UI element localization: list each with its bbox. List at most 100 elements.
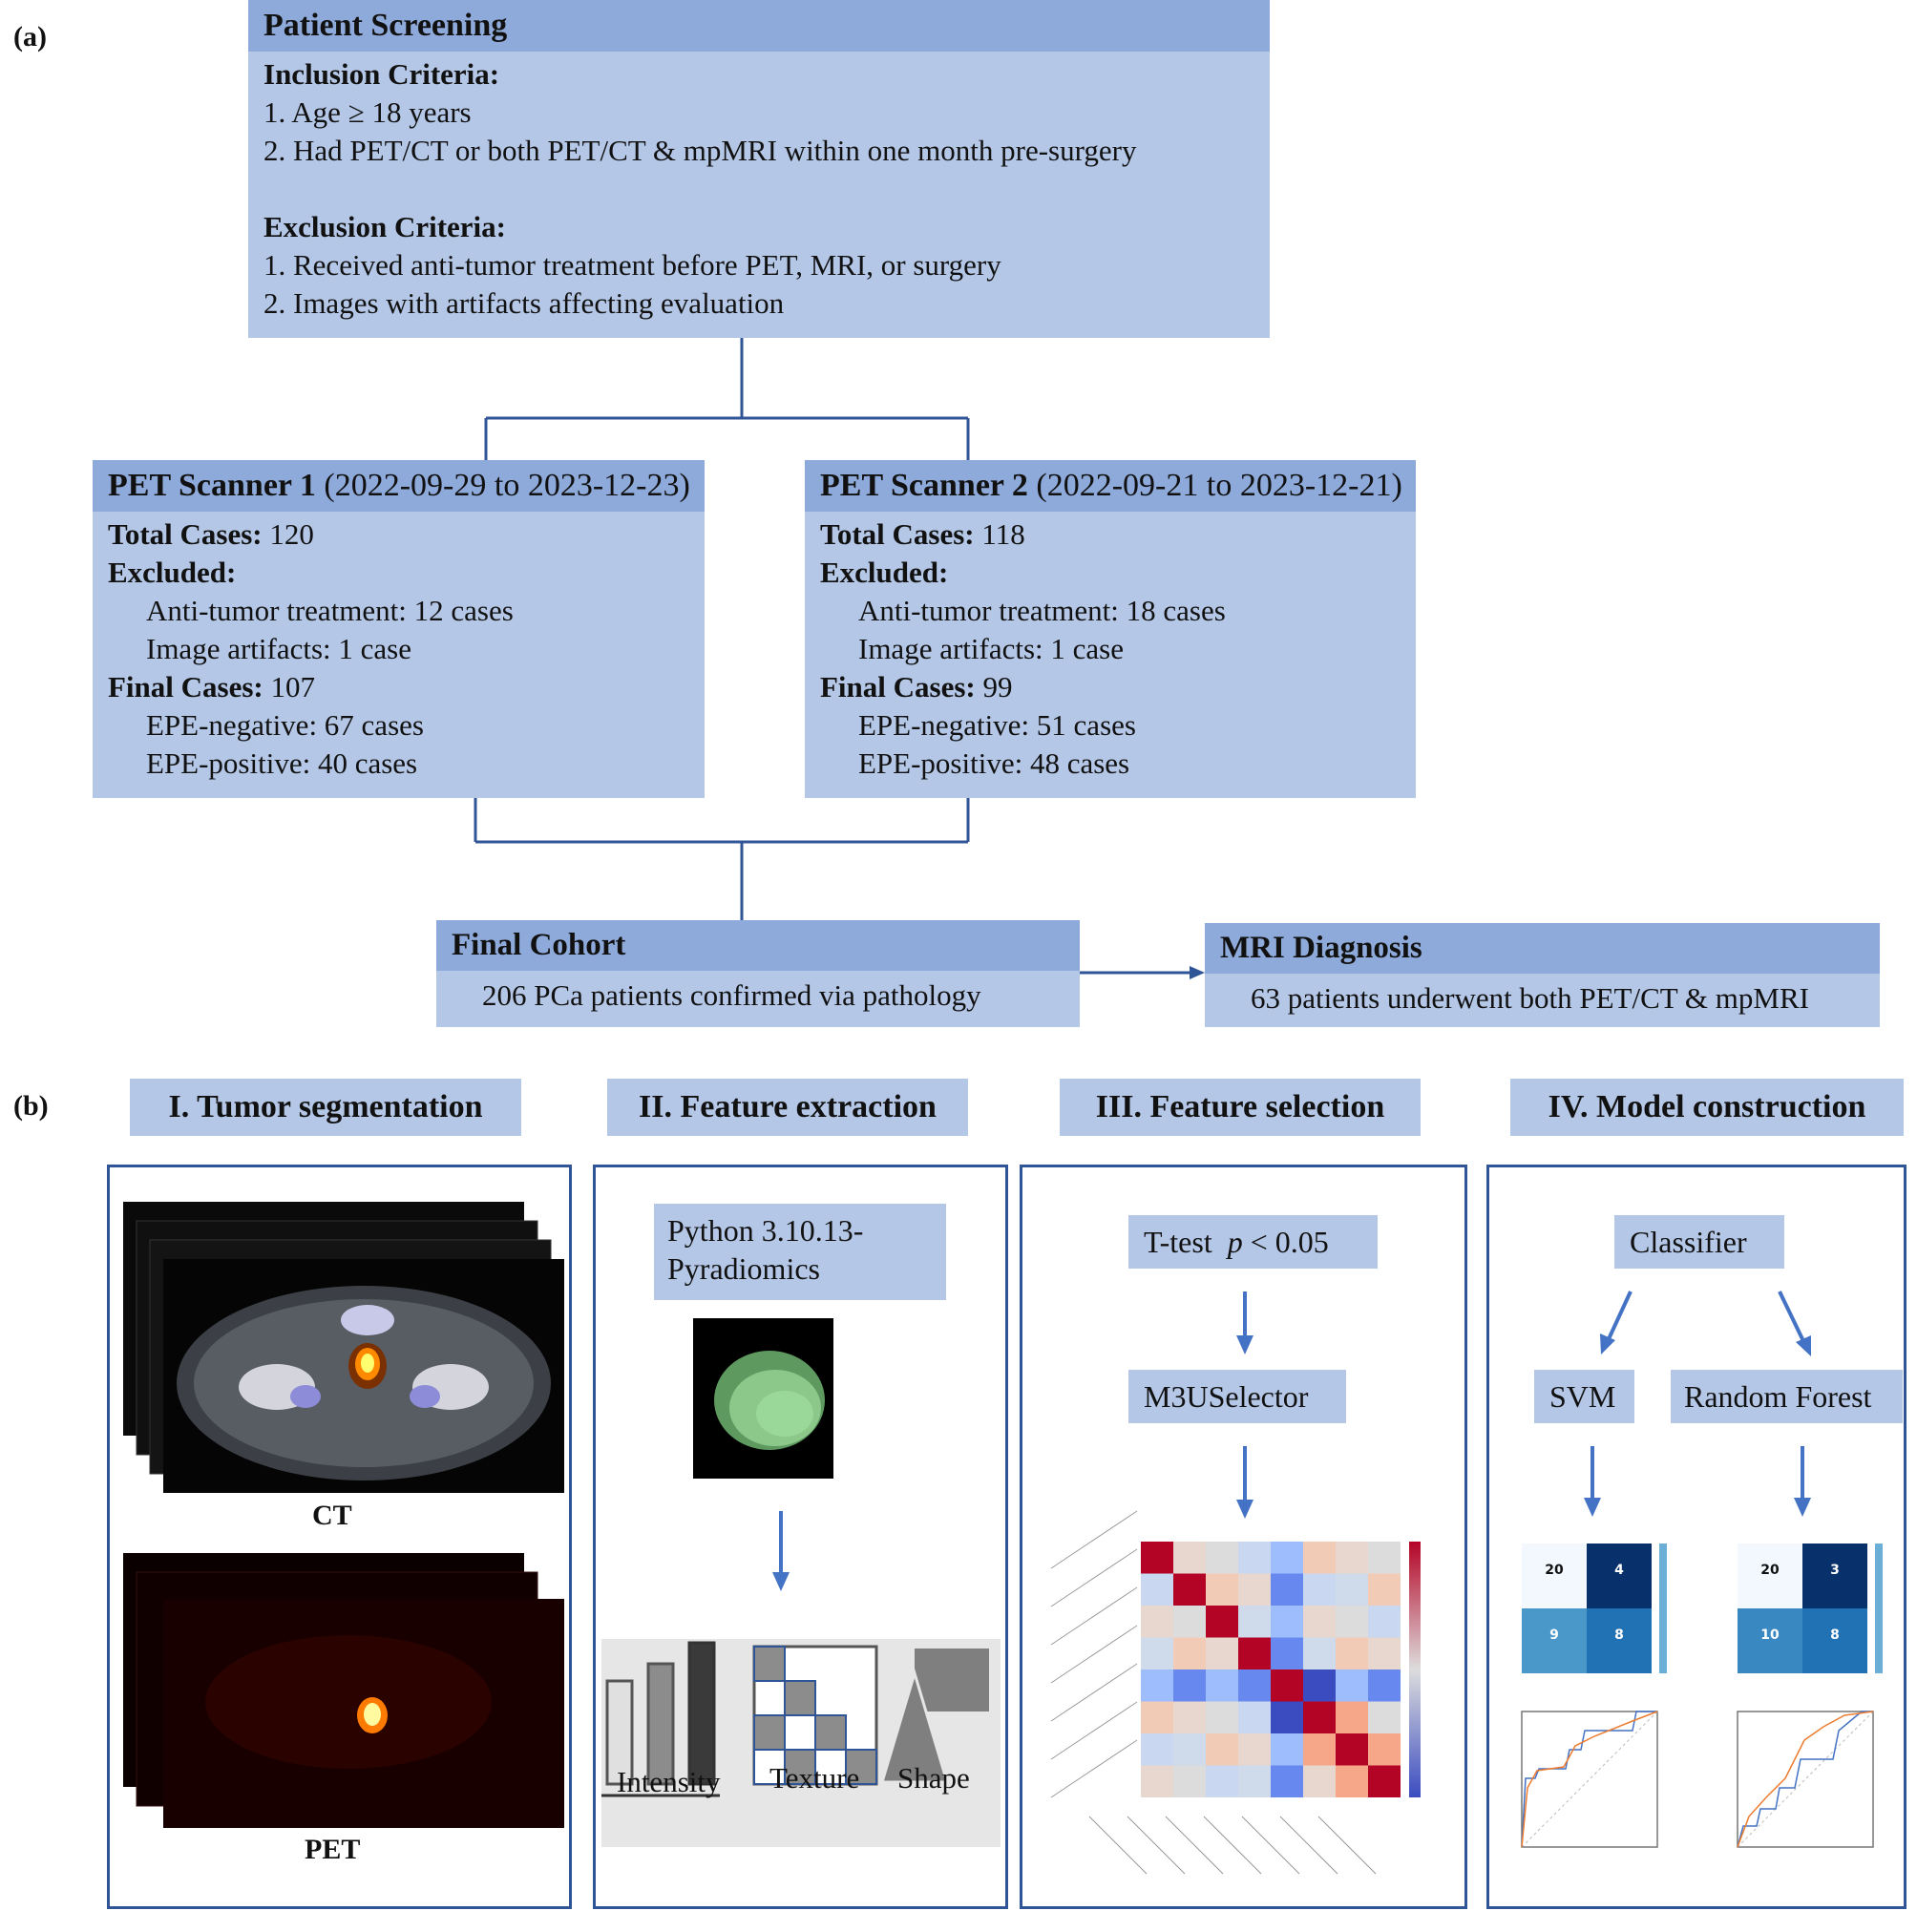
svm-confusion-matrix (1522, 1544, 1667, 1673)
epe-positive: EPE-positive: 40 cases (146, 746, 418, 780)
heatmap-cell (1271, 1670, 1303, 1702)
ct-pet-images (123, 1202, 564, 1828)
heatmap-cell (1303, 1701, 1336, 1733)
p-symbol: p (1227, 1225, 1243, 1259)
total-value: 118 (981, 517, 1025, 551)
random-forest-box: Random Forest (1671, 1370, 1903, 1423)
heatmap-cell (1303, 1542, 1336, 1574)
heatmap-cell (1238, 1573, 1271, 1606)
heatmap-cell (1303, 1573, 1336, 1606)
heatmap-cell (1303, 1765, 1336, 1797)
final-cohort-text: 206 PCa patients confirmed via pathology (482, 978, 981, 1012)
heatmap-cell (1141, 1637, 1173, 1670)
rf-cm-cell-tp: 8 (1830, 1628, 1840, 1643)
scanner-1-dates: (2022-09-29 to 2023-12-23) (324, 468, 690, 503)
segmentation-frame: CT PET (107, 1165, 572, 1909)
heatmap-cell (1271, 1765, 1303, 1797)
screening-title: Patient Screening (248, 0, 1270, 52)
heatmap-cell (1368, 1637, 1401, 1670)
shape-label: Shape (897, 1761, 970, 1795)
selection-graphics (1050, 1292, 1421, 1875)
heatmap-cell (1141, 1765, 1173, 1797)
heatmap-cell (1141, 1733, 1173, 1766)
ct-label: CT (312, 1500, 352, 1531)
heatmap-cell (1303, 1733, 1336, 1766)
exclusion-item: 1. Received anti-tumor treatment before … (263, 248, 1001, 282)
heatmap-cell (1206, 1637, 1238, 1670)
final-value: 107 (270, 670, 316, 704)
model-frame: Classifier SVM Random Forest (1486, 1165, 1906, 1909)
final-value: 99 (982, 670, 1013, 704)
heatmap-cell (1368, 1606, 1401, 1638)
correlation-heatmap (1141, 1542, 1401, 1797)
total-value: 120 (269, 517, 314, 551)
heatmap-cell (1271, 1542, 1303, 1574)
heatmap-cell (1336, 1573, 1368, 1606)
heatmap-cell (1336, 1606, 1368, 1638)
excluded-artifacts: Image artifacts: 1 case (146, 632, 411, 665)
pyradiomics-line1: Python 3.10.13- (667, 1213, 864, 1248)
texture-icon (752, 1645, 878, 1786)
heatmap-cell (1238, 1701, 1271, 1733)
heatmap-cell (1141, 1606, 1173, 1638)
rf-cm-cell-tn: 20 (1760, 1563, 1780, 1578)
model-graphics (1521, 1291, 1883, 1848)
scanner-1-name: PET Scanner 1 (108, 468, 316, 503)
scanner-2-name: PET Scanner 2 (820, 468, 1028, 503)
texture-label: Texture (769, 1761, 860, 1795)
selection-frame: T-test p < 0.05 M3USelector (1020, 1165, 1467, 1909)
heatmap-cell (1238, 1637, 1271, 1670)
heatmap-cell (1206, 1670, 1238, 1702)
heatmap-cell (1271, 1637, 1303, 1670)
rf-cm-cell-fp: 3 (1830, 1563, 1840, 1578)
final-cohort-box: Final Cohort 206 PCa patients confirmed … (436, 920, 1080, 1027)
heatmap-cell (1173, 1670, 1206, 1702)
excluded-artifacts: Image artifacts: 1 case (858, 632, 1124, 665)
scanner-2-box: PET Scanner 2 (2022-09-21 to 2023-12-21)… (805, 460, 1416, 798)
heatmap-cell (1368, 1670, 1401, 1702)
heatmap-cell (1271, 1733, 1303, 1766)
pyradiomics-box: Python 3.10.13- Pyradiomics (654, 1204, 946, 1300)
scanner-1-box: PET Scanner 1 (2022-09-29 to 2023-12-23)… (93, 460, 705, 798)
heatmap-cell (1303, 1606, 1336, 1638)
rf-confusion-matrix (1738, 1544, 1883, 1673)
heatmap-cell (1173, 1606, 1206, 1638)
heatmap-cell (1368, 1733, 1401, 1766)
panel-label-a: (a) (13, 21, 47, 52)
heatmap-cell (1368, 1573, 1401, 1606)
heatmap-cell (1303, 1637, 1336, 1670)
final-label: Final Cases: (108, 670, 263, 704)
epe-positive: EPE-positive: 48 cases (858, 746, 1130, 780)
heatmap-cell (1368, 1542, 1401, 1574)
heatmap-cell (1141, 1701, 1173, 1733)
patient-screening-box: Patient Screening Inclusion Criteria: 1.… (248, 0, 1270, 338)
inclusion-item: 1. Age ≥ 18 years (263, 95, 472, 129)
heatmap-cell (1303, 1670, 1336, 1702)
final-label: Final Cases: (820, 670, 976, 704)
heatmap-cell (1368, 1701, 1401, 1733)
heatmap-cell (1238, 1765, 1271, 1797)
heatmap-cell (1336, 1701, 1368, 1733)
heatmap-cell (1173, 1701, 1206, 1733)
heatmap-cell (1206, 1765, 1238, 1797)
total-label: Total Cases: (820, 517, 975, 551)
epe-negative: EPE-negative: 67 cases (146, 708, 424, 742)
svm-cm-cell-fn: 9 (1549, 1628, 1559, 1643)
step-title-extraction: II. Feature extraction (607, 1079, 968, 1136)
mri-diagnosis-title: MRI Diagnosis (1205, 923, 1880, 974)
heatmap-cell (1141, 1573, 1173, 1606)
mri-diagnosis-text: 63 patients underwent both PET/CT & mpMR… (1251, 981, 1809, 1015)
svm-roc-curve (1521, 1711, 1658, 1848)
mri-diagnosis-box: MRI Diagnosis 63 patients underwent both… (1205, 923, 1880, 1027)
intensity-icon (605, 1679, 634, 1786)
heatmap-cell (1368, 1765, 1401, 1797)
scanner-2-dates: (2022-09-21 to 2023-12-21) (1036, 468, 1402, 503)
total-label: Total Cases: (108, 517, 263, 551)
classifier-box: Classifier (1614, 1215, 1784, 1269)
heatmap-cell (1336, 1765, 1368, 1797)
heatmap-cell (1336, 1670, 1368, 1702)
shape-icon (879, 1648, 989, 1784)
heatmap-cell (1238, 1606, 1271, 1638)
exclusion-item: 2. Images with artifacts affecting evalu… (263, 286, 785, 320)
heatmap-cell (1206, 1701, 1238, 1733)
